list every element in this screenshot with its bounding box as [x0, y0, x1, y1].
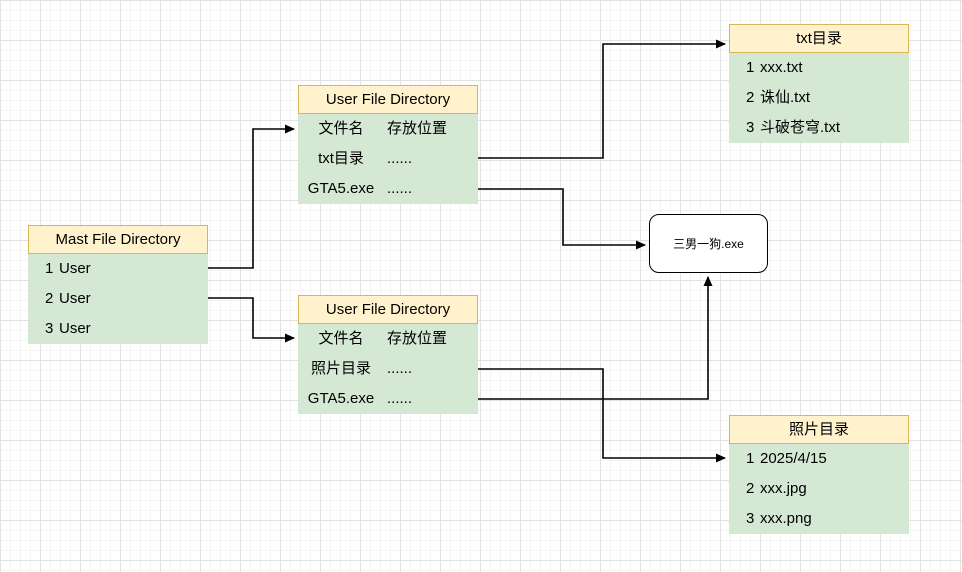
node-mast-file-directory[interactable]: Mast File Directory 1 User 2 User 3 User [28, 225, 208, 344]
table-row: 1 2025/4/15 [729, 444, 909, 474]
table-row: GTA5.exe ...... [298, 174, 478, 204]
edge-userbottom-to-exe[interactable] [478, 276, 713, 400]
node-body: 1 2025/4/15 2 xxx.jpg 3 xxx.png [729, 444, 909, 534]
table-row: 3 User [28, 314, 208, 344]
edge-usertop-to-txtdir[interactable] [478, 39, 726, 159]
table-row: 文件名 存放位置 [298, 114, 478, 144]
node-header: txt目录 [729, 24, 909, 53]
row-index: 3 [746, 510, 755, 527]
table-row: 1 xxx.txt [729, 53, 909, 83]
table-row: 2 诛仙.txt [729, 83, 909, 113]
node-header: User File Directory [298, 295, 478, 324]
row-filename: GTA5.exe [307, 390, 375, 407]
row-location: ...... [387, 360, 413, 377]
row-filename: txt目录 [318, 150, 364, 167]
table-row: 1 User [28, 254, 208, 284]
row-value: User [59, 290, 91, 307]
table-row: GTA5.exe ...... [298, 384, 478, 414]
node-photo-directory[interactable]: 照片目录 1 2025/4/15 2 xxx.jpg 3 xxx.png [729, 415, 909, 534]
table-row: 文件名 存放位置 [298, 324, 478, 354]
row-value: xxx.txt [760, 59, 803, 76]
row-filename: 照片目录 [310, 360, 371, 377]
row-value: 诛仙.txt [760, 89, 811, 106]
node-body: 1 xxx.txt 2 诛仙.txt 3 斗破苍穹.txt [729, 53, 909, 143]
edge-mast-to-usertop[interactable] [208, 124, 295, 269]
node-user-file-directory-bottom[interactable]: User File Directory 文件名 存放位置 照片目录 ......… [298, 295, 478, 414]
row-value: 斗破苍穹.txt [760, 119, 841, 136]
edge-userbottom-to-photodir[interactable] [478, 368, 726, 463]
row-index: 2 [746, 480, 755, 497]
row-index: 1 [45, 260, 54, 277]
node-exe[interactable]: 三男一狗.exe [649, 214, 768, 273]
table-row: 2 xxx.jpg [729, 474, 909, 504]
row-index: 2 [746, 89, 755, 106]
row-index: 1 [746, 59, 755, 76]
node-body: 1 User 2 User 3 User [28, 254, 208, 344]
node-header: Mast File Directory [28, 225, 208, 254]
row-value: xxx.jpg [760, 480, 807, 497]
row-index: 3 [746, 119, 755, 136]
table-row: 3 xxx.png [729, 504, 909, 534]
row-value: User [59, 260, 91, 277]
node-user-file-directory-top[interactable]: User File Directory 文件名 存放位置 txt目录 .....… [298, 85, 478, 204]
edge-mast-to-userbottom[interactable] [208, 297, 295, 343]
row-value: xxx.png [760, 510, 812, 527]
row-location: 存放位置 [387, 330, 448, 347]
row-index: 2 [45, 290, 54, 307]
node-header: 照片目录 [729, 415, 909, 444]
node-body: 文件名 存放位置 照片目录 ...... GTA5.exe ...... [298, 324, 478, 414]
exe-label: 三男一狗.exe [673, 237, 744, 251]
table-row: 3 斗破苍穹.txt [729, 113, 909, 143]
row-location: ...... [387, 150, 413, 167]
row-value: User [59, 320, 91, 337]
row-filename: 文件名 [318, 120, 364, 137]
node-header: User File Directory [298, 85, 478, 114]
row-value: 2025/4/15 [760, 450, 827, 467]
row-filename: 文件名 [318, 330, 364, 347]
row-location: ...... [387, 180, 413, 197]
row-index: 1 [746, 450, 755, 467]
edge-usertop-to-exe[interactable] [478, 188, 646, 250]
row-location: 存放位置 [387, 120, 448, 137]
node-body: 文件名 存放位置 txt目录 ...... GTA5.exe ...... [298, 114, 478, 204]
table-row: 2 User [28, 284, 208, 314]
row-index: 3 [45, 320, 54, 337]
node-txt-directory[interactable]: txt目录 1 xxx.txt 2 诛仙.txt 3 斗破苍穹.txt [729, 24, 909, 143]
table-row: 照片目录 ...... [298, 354, 478, 384]
row-filename: GTA5.exe [307, 180, 375, 197]
table-row: txt目录 ...... [298, 144, 478, 174]
row-location: ...... [387, 390, 413, 407]
